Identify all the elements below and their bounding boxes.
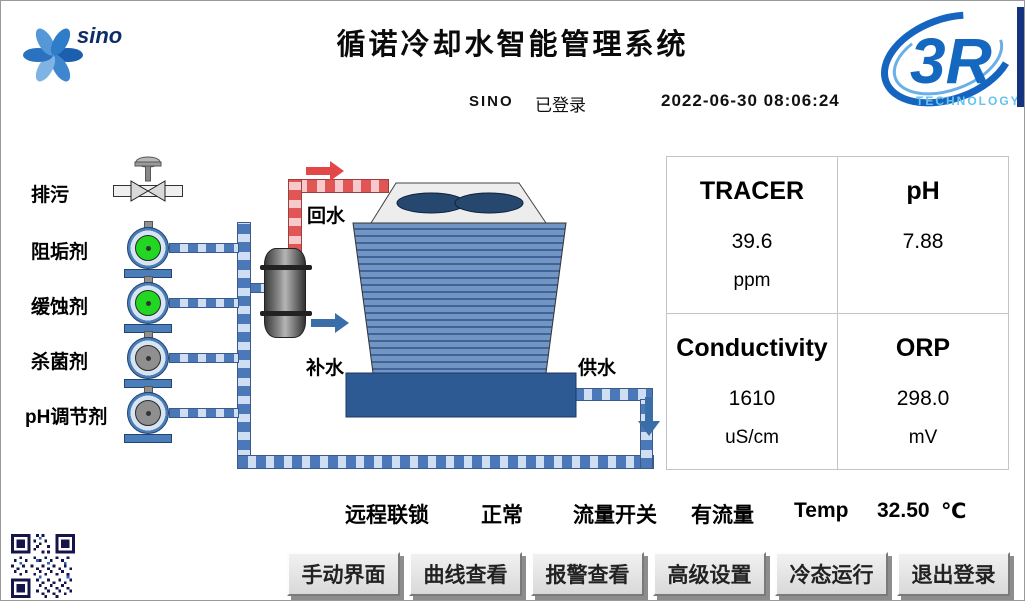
dosing-pump-ph-regulator <box>120 386 176 444</box>
pipe-pump1-stub <box>169 243 239 253</box>
pump-body-icon <box>127 282 169 324</box>
label-supply-water: 供水 <box>578 358 617 379</box>
metric-value: 39.6 <box>731 230 773 253</box>
pipe-pump3-stub <box>169 353 239 363</box>
supply-flow-arrow <box>638 397 660 437</box>
metric-value: 298.0 <box>896 386 950 410</box>
metrics-panel: TRACER 39.6 ppm pH 7.88 Conductivity 161… <box>666 156 1009 470</box>
pipe-pump4-stub <box>169 408 239 418</box>
label-biocide: 杀菌剂 <box>31 352 89 373</box>
metric-value: 7.88 <box>902 230 944 253</box>
nav-button-cold-run[interactable]: 冷态运行 <box>775 552 888 596</box>
qr-code-icon <box>11 534 75 598</box>
label-return-water: 回水 <box>307 206 346 227</box>
pump-body-icon <box>127 337 169 379</box>
flow-switch-value: 有流量 <box>691 504 754 527</box>
pump-base <box>124 434 172 443</box>
3r-swoosh-icon <box>880 11 1016 107</box>
return-flow-arrow <box>306 161 344 181</box>
flow-switch-label: 流量开关 <box>573 504 657 527</box>
dosing-pump-corrosion-inhibitor <box>120 276 176 334</box>
metric-name: Conductivity <box>676 333 828 362</box>
pump-body-icon <box>127 392 169 434</box>
pipe-pump2-stub <box>169 298 239 308</box>
3r-logo-subtext: TECHNOLOGY <box>916 94 1020 108</box>
metric-name: pH <box>906 177 940 205</box>
dosing-pump-biocide <box>120 331 176 389</box>
logo-edge-strip <box>1017 7 1024 107</box>
filter-column <box>260 248 312 338</box>
sino-pinwheel-icon <box>23 28 83 82</box>
interlock-value: 正常 <box>481 504 523 527</box>
metric-name: ORP <box>895 333 951 362</box>
label-ph-regulator: pH调节剂 <box>25 407 108 428</box>
fan-blade-icon <box>454 192 524 214</box>
temp-value: 32.50 <box>877 499 930 522</box>
cooling-tower <box>345 182 577 418</box>
pipe-dosing-main <box>237 222 251 469</box>
filter-flange <box>260 265 312 270</box>
sino-logo: sino <box>23 23 122 82</box>
label-scale-inhibitor: 阻垢剂 <box>31 242 89 263</box>
page-title: 循诺冷却水智能管理系统 <box>336 29 689 61</box>
tower-body <box>352 222 567 374</box>
metric-name: TRACER <box>699 177 805 205</box>
nav-button-manual-screen[interactable]: 手动界面 <box>287 552 400 596</box>
label-corrosion-inhibitor: 缓蚀剂 <box>31 297 89 318</box>
datetime: 2022-06-30 08:06:24 <box>661 91 840 110</box>
label-blowdown: 排污 <box>31 185 70 206</box>
interlock-label: 远程联锁 <box>345 504 429 527</box>
blowdown-valve <box>130 156 166 202</box>
3r-swoosh-inner-icon <box>892 22 1004 96</box>
temp-unit: ℃ <box>941 500 967 523</box>
sino-logo-text: sino <box>77 23 122 48</box>
pump-status-indicator <box>135 235 161 261</box>
pump-status-indicator <box>135 345 161 371</box>
nav-bar: 手动界面 曲线查看 报警查看 高级设置 冷态运行 退出登录 <box>287 552 1010 596</box>
login-status: 已登录 <box>535 96 586 115</box>
tower-basin <box>345 372 577 418</box>
pump-status-indicator <box>135 400 161 426</box>
pipe-return-vertical <box>288 179 302 255</box>
nav-button-alarm-view[interactable]: 报警查看 <box>531 552 644 596</box>
temp-label: Temp <box>794 499 849 522</box>
metric-tracer: TRACER 39.6 ppm <box>667 157 838 314</box>
metric-value: 1610 <box>728 386 776 410</box>
3r-logo: 3R TECHNOLOGY <box>880 11 1020 108</box>
makeup-flow-arrow <box>311 313 349 333</box>
dosing-pump-scale-inhibitor <box>120 221 176 279</box>
pump-status-indicator <box>135 290 161 316</box>
nav-button-advanced-settings[interactable]: 高级设置 <box>653 552 766 596</box>
pump-body-icon <box>127 227 169 269</box>
metric-unit: uS/cm <box>725 426 779 448</box>
nav-button-curve-view[interactable]: 曲线查看 <box>409 552 522 596</box>
metric-ph: pH 7.88 <box>838 157 1009 314</box>
filter-flange <box>260 311 312 316</box>
logged-in-user: SINO <box>469 93 514 110</box>
3r-logo-text: 3R <box>910 25 992 97</box>
metric-conductivity: Conductivity 1610 uS/cm <box>667 313 838 470</box>
label-makeup-water: 补水 <box>306 358 345 379</box>
pipe-bottom-run <box>237 455 654 469</box>
metric-unit: ppm <box>733 270 771 291</box>
metric-unit: mV <box>908 426 938 448</box>
metric-orp: ORP 298.0 mV <box>838 313 1009 470</box>
nav-button-logout[interactable]: 退出登录 <box>897 552 1010 596</box>
